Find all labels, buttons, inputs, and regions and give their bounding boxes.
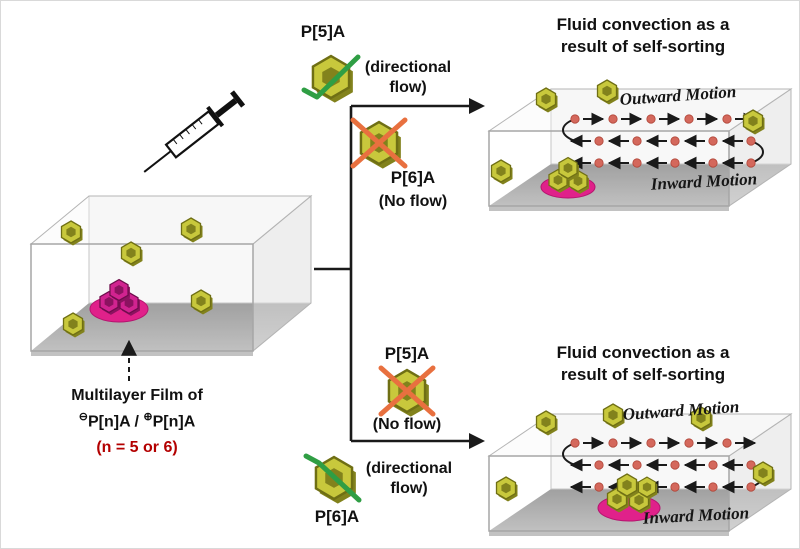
no-flow-bottom-label: (No flow): [372, 416, 442, 433]
syringe-icon: [143, 90, 246, 173]
p6a-top-label: P[6]A: [390, 168, 436, 187]
cross-icon: [378, 365, 436, 417]
multilayer-film-caption: Multilayer Film of: [71, 387, 203, 404]
bottom-box-title: Fluid convection as a result of self-sor…: [538, 342, 748, 386]
check-icon: [301, 54, 361, 100]
left-container-box: [29, 194, 313, 356]
multilayer-film-spot: [89, 280, 149, 323]
top-branch-arrowhead: [469, 98, 485, 114]
top-box-title-line2: result of self-sorting: [560, 37, 726, 57]
p5a-top-label: P[5]A: [300, 22, 346, 41]
n-value-note: (n = 5 or 6): [96, 439, 178, 456]
circled-plus-symbol: ⊕: [143, 411, 153, 423]
p5a-no-flow-icon: [378, 365, 436, 418]
film-formula: ⊖P[n]A / ⊕P[n]A: [49, 411, 225, 432]
top-box-film-spot: [540, 158, 596, 199]
p6a-directional-flow-icon: [303, 453, 362, 505]
check-icon: [303, 453, 362, 503]
bottom-branch-arrowhead: [469, 433, 485, 449]
top-box-title: Fluid convection as a result of self-sor…: [538, 14, 748, 58]
directional-flow-bottom-label: (directional flow): [365, 460, 453, 497]
formula-part1: P[n]A: [87, 413, 131, 431]
p5a-directional-flow-icon: [301, 54, 361, 104]
p5a-bottom-label: P[5]A: [384, 344, 430, 363]
directional-flow-top-label: (directional flow): [364, 59, 452, 96]
p6a-no-flow-icon: [350, 117, 408, 170]
bottom-box-film-spot: [597, 474, 661, 522]
bottom-box-title-line1: Fluid convection as a: [556, 343, 730, 362]
formula-part2: P[n]A: [152, 413, 196, 431]
no-flow-top-label: (No flow): [378, 193, 448, 210]
p6a-bottom-label: P[6]A: [314, 507, 360, 526]
bottom-box-title-line2: result of self-sorting: [560, 365, 726, 385]
circled-minus-symbol: ⊖: [78, 411, 88, 423]
formula-separator: /: [130, 413, 144, 431]
branch-connector-lines: [314, 98, 485, 449]
top-box-title-line1: Fluid convection as a: [556, 15, 730, 34]
cross-icon: [350, 117, 408, 169]
